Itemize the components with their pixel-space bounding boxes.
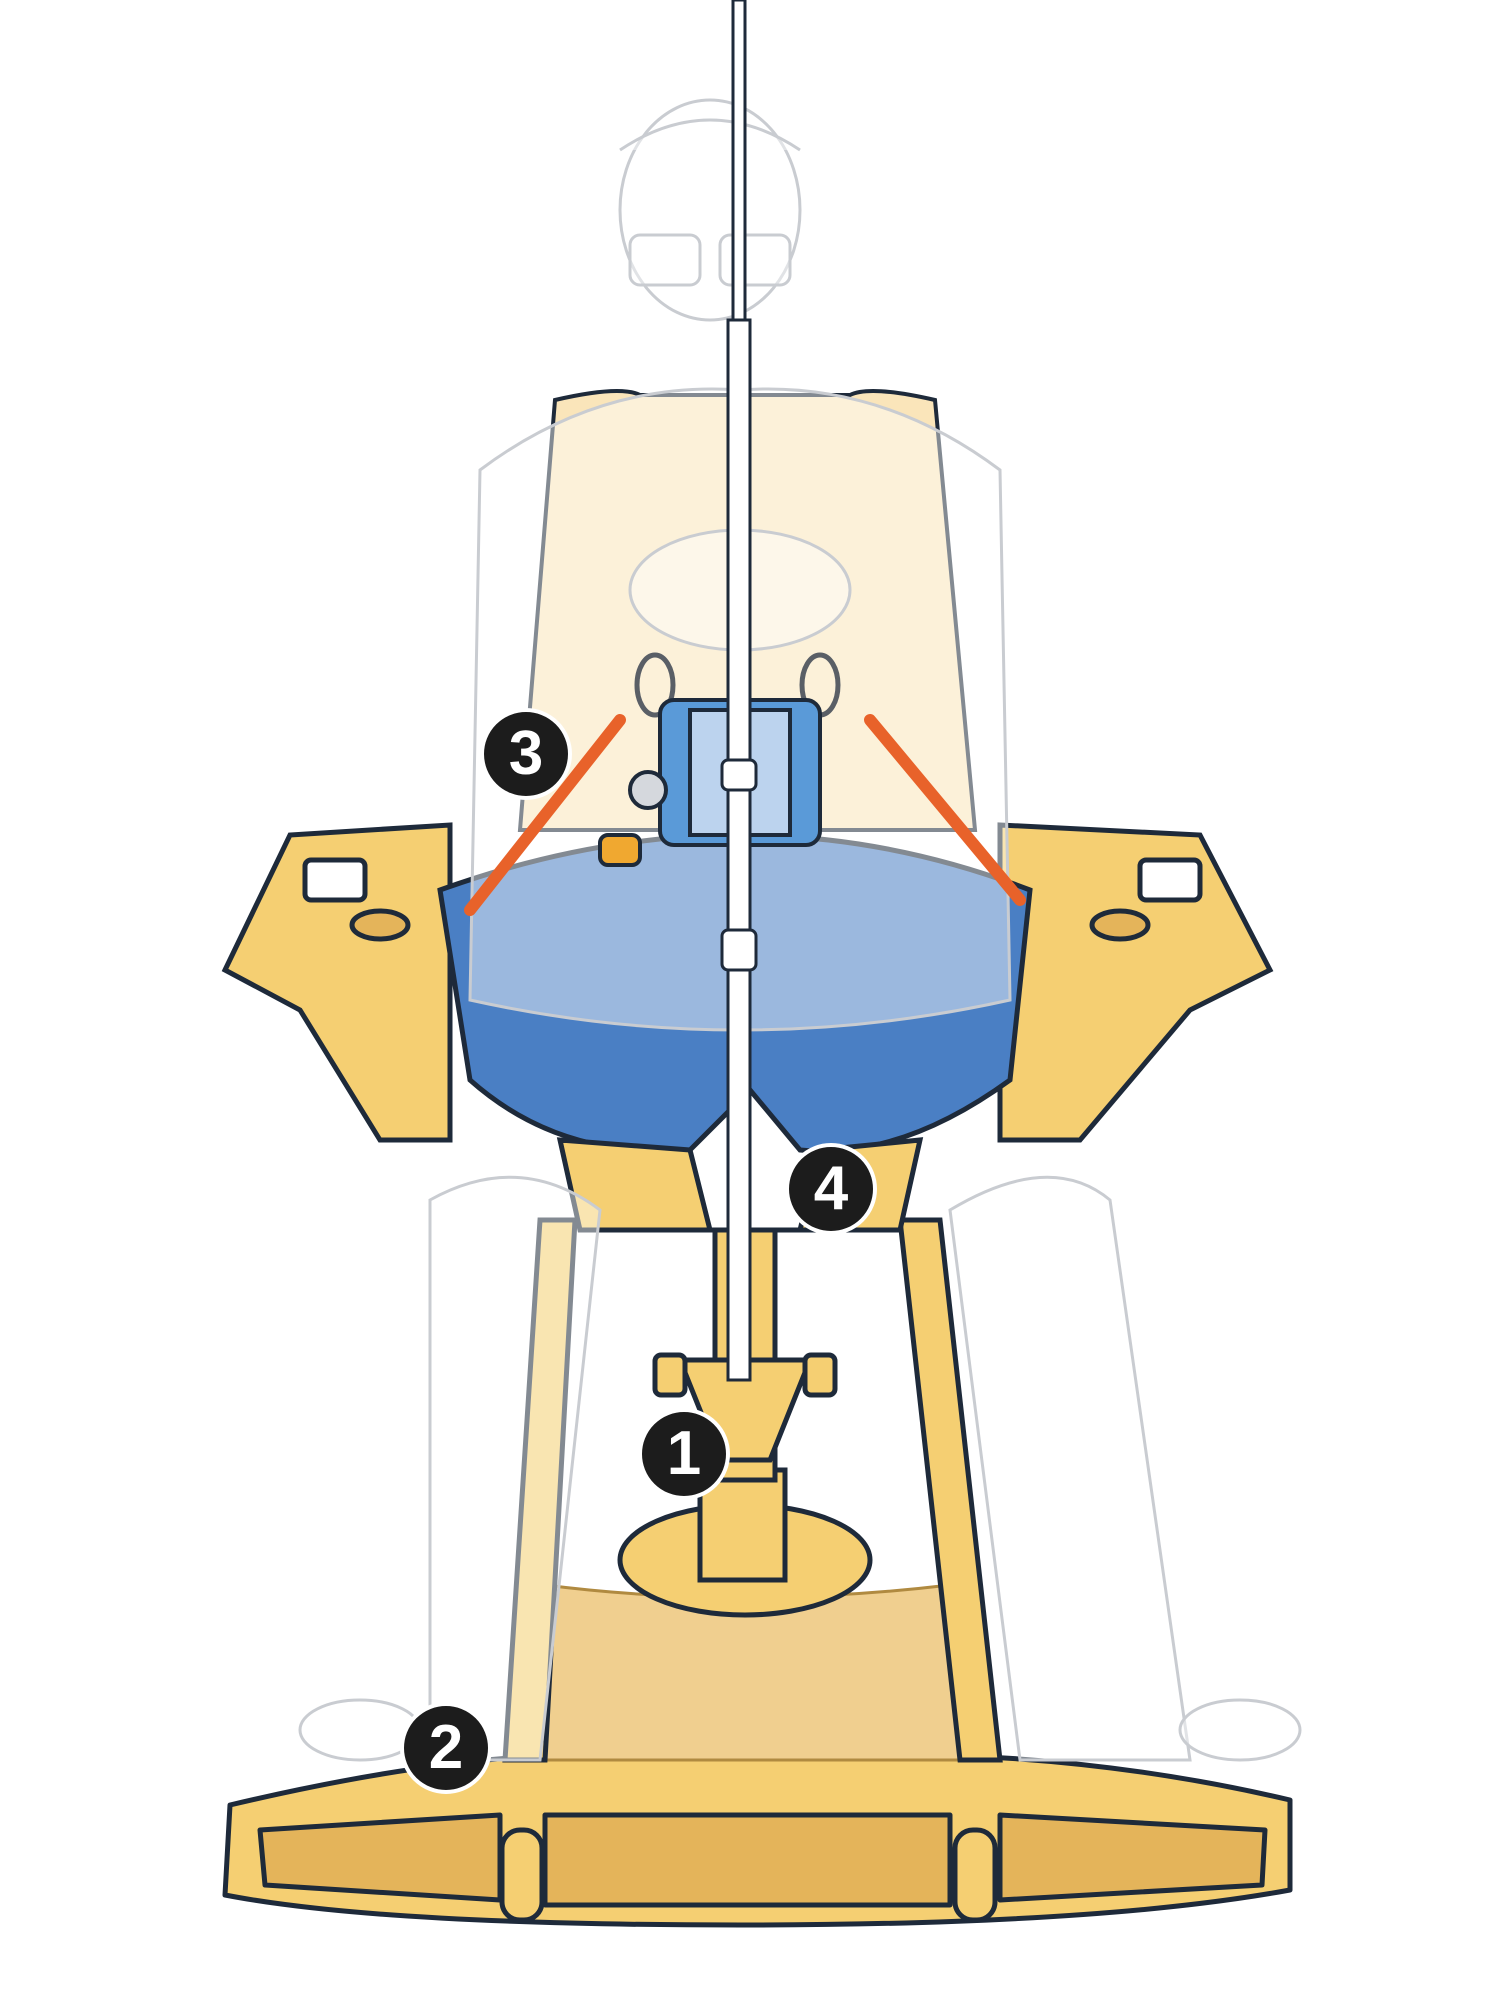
callout-4-seat: 4 bbox=[785, 1143, 877, 1235]
chair-legs bbox=[502, 1217, 1003, 1763]
pedestal bbox=[617, 1227, 873, 1618]
armrests bbox=[221, 822, 1274, 1143]
fishing-rod bbox=[720, 0, 758, 1382]
harness-straps bbox=[464, 714, 1026, 916]
callout-3-harness: 3 bbox=[480, 708, 572, 800]
callout-2-footrest: 2 bbox=[400, 1702, 492, 1794]
footrest bbox=[222, 1752, 1293, 1928]
callout-1-rod-holder: 1 bbox=[638, 1408, 730, 1500]
